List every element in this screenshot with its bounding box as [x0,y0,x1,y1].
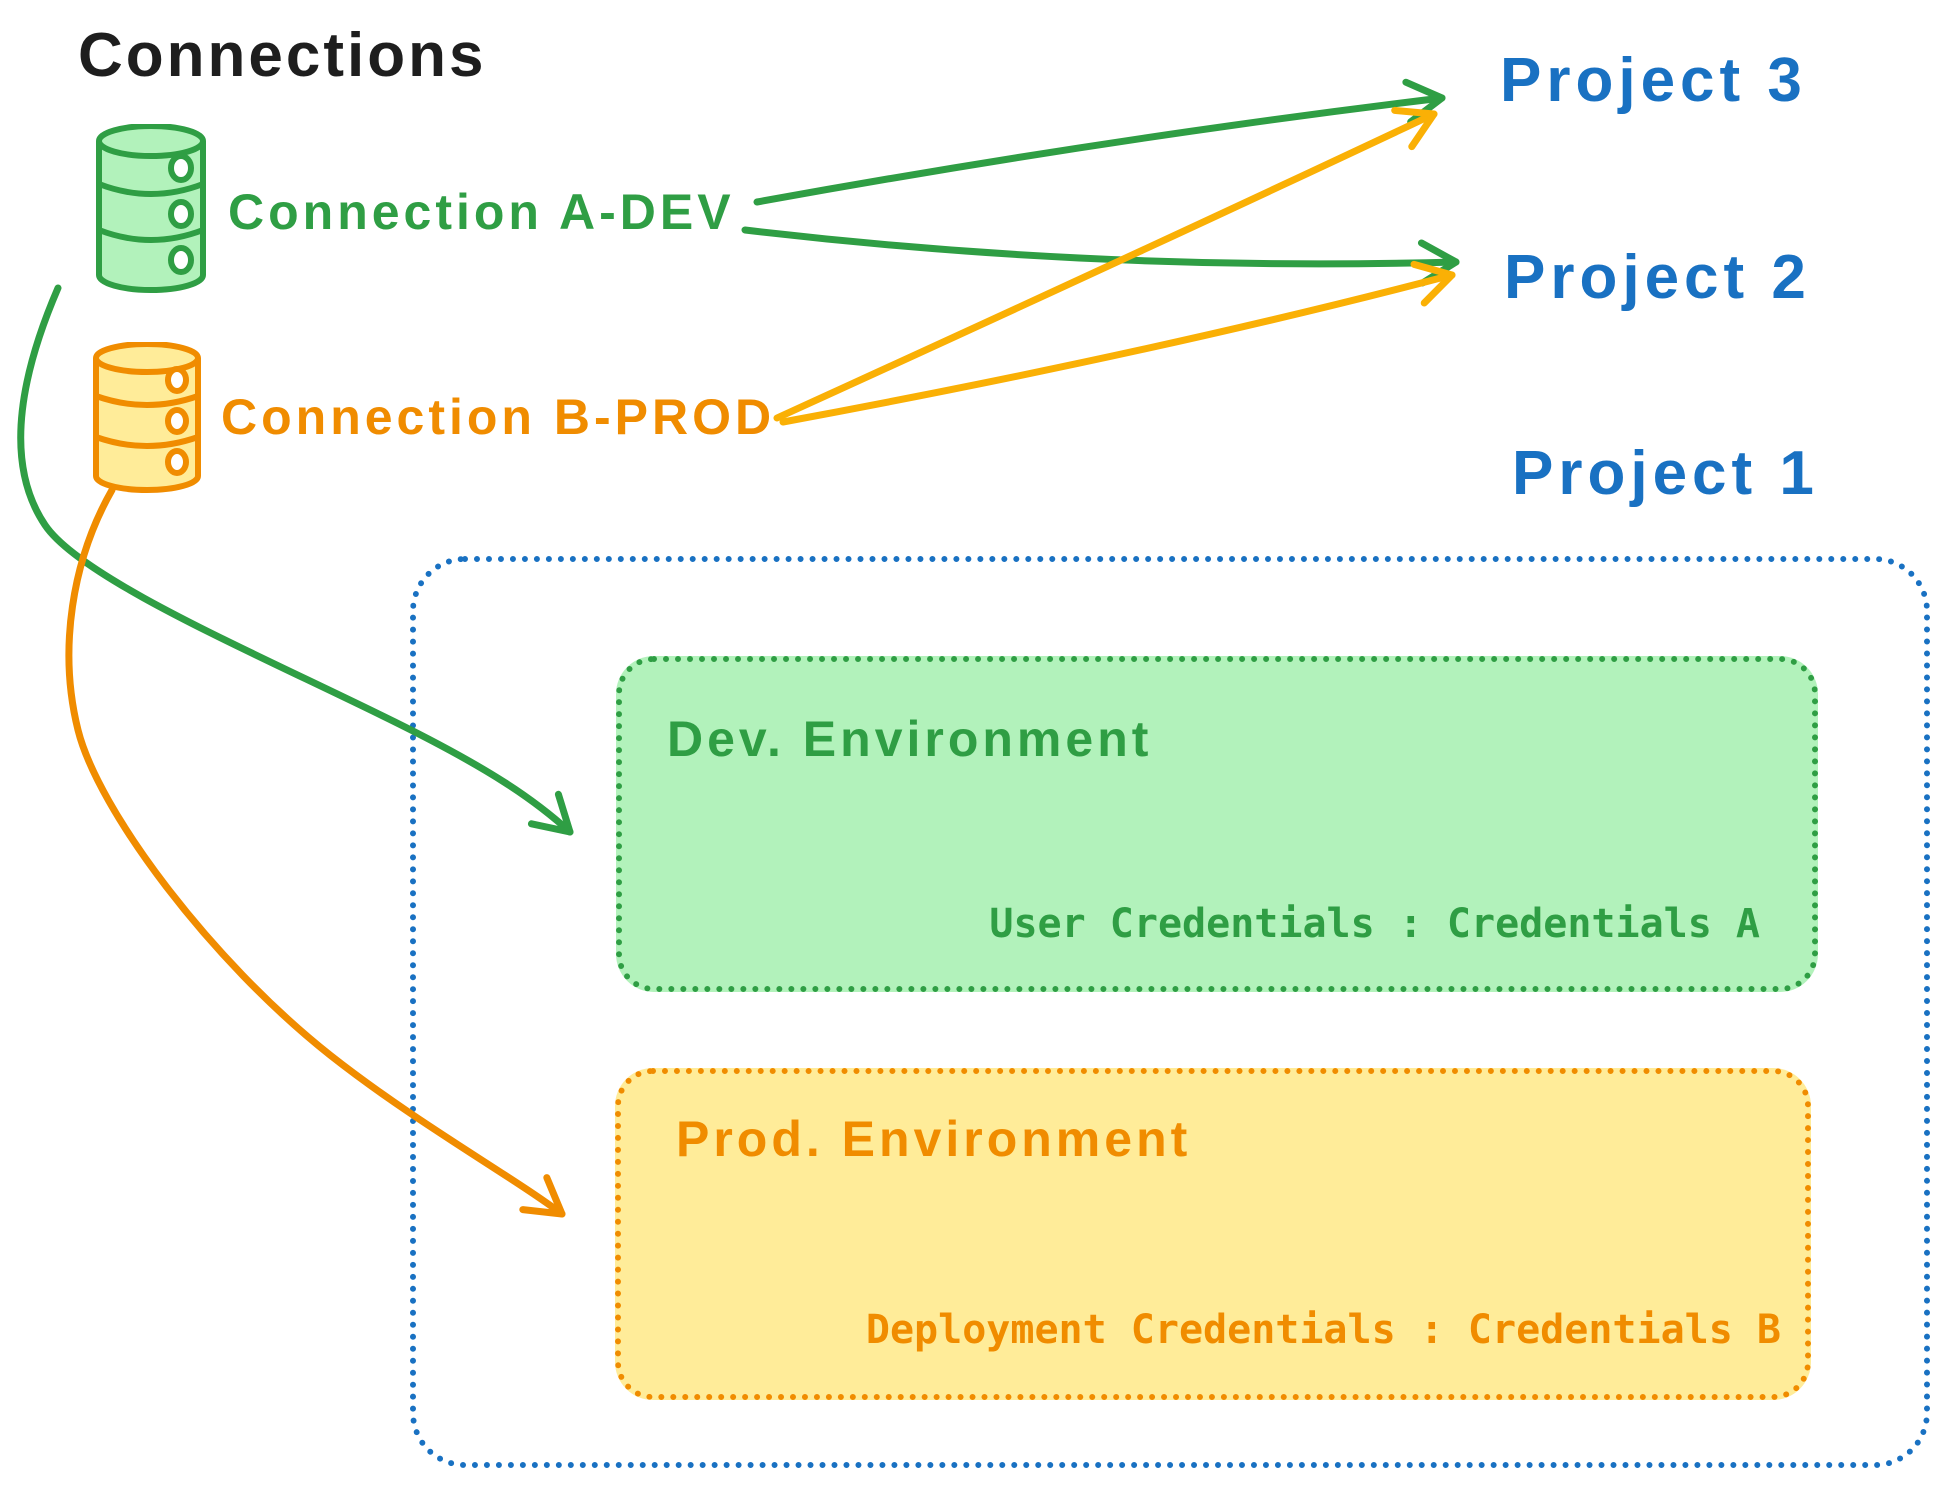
arrow-a-dev-to-project-3 [753,78,1446,206]
project-1-label: Project 1 [1512,439,1819,508]
prod-environment-credentials: Deployment Credentials : Credentials B [865,1307,1781,1353]
project-3-label: Project 3 [1500,46,1807,115]
connection-a-dev-label: Connection A-DEV [228,184,735,240]
dev-environment-title: Dev. Environment [667,711,1153,767]
project-2-label: Project 2 [1504,243,1811,312]
diagram-title: Connections [78,21,487,90]
dev-environment-credentials: User Credentials : Credentials A [989,901,1760,947]
database-icon [96,124,206,293]
prod-environment-title: Prod. Environment [676,1111,1192,1167]
arrow-b-prod-to-project-2 [779,260,1456,426]
prod-environment-box: Prod. Environment Deployment Credentials… [615,1068,1811,1400]
arrow-b-prod-to-project-3 [773,106,1438,422]
connection-b-prod-label: Connection B-PROD [221,389,776,445]
database-icon [93,342,201,493]
arrow-a-dev-to-project-2 [741,226,1460,287]
dev-environment-box: Dev. Environment User Credentials : Cred… [616,656,1818,992]
